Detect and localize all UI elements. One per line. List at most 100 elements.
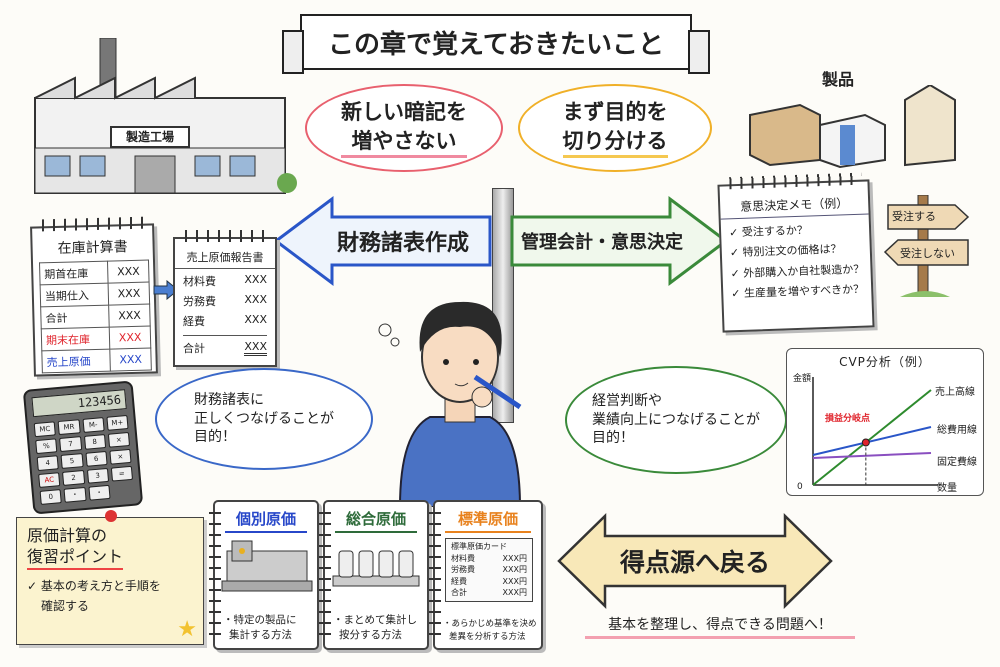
sticky-title-line: 復習ポイント xyxy=(27,546,124,566)
calculator-key: % xyxy=(35,438,58,455)
arrow-management-accounting xyxy=(510,196,729,286)
spiral-rings xyxy=(181,230,269,242)
calculator-key: 8 xyxy=(83,434,106,450)
cogs-row: 労務費 XXX xyxy=(183,293,267,309)
costing-card-title: 標準原価 xyxy=(445,508,531,533)
cogs-total-value: XXX xyxy=(244,340,267,356)
spiral-rings xyxy=(319,508,331,642)
cvp-origin: 0 xyxy=(797,482,803,492)
calculator-key: MR xyxy=(57,419,81,436)
cogs-title: 売上原価報告書 xyxy=(175,249,275,269)
cvp-chart-card: CVP分析（例） 金額 数量 0 損益分岐点 売上高線 総費用線 固定費線 xyxy=(786,348,984,496)
standard-cost-label: 経費 xyxy=(451,576,467,586)
sticky-item-line: ✓ 基本の考え方と手順を xyxy=(27,578,161,593)
cvp-total-cost-line xyxy=(812,426,932,456)
cogs-value: XXX xyxy=(244,313,267,326)
costing-card-title: 総合原価 xyxy=(335,508,417,533)
lathe-machine-illustration xyxy=(221,540,313,592)
cvp-line-label-total-cost: 総費用線 xyxy=(937,425,977,436)
cvp-sales-line xyxy=(812,389,932,486)
sticky-item-line: 確認する xyxy=(41,598,90,613)
arrow-financial-statements xyxy=(273,196,492,286)
costing-card-title: 個別原価 xyxy=(225,508,307,533)
memo-item-text: 生産量を増やすべきか？ xyxy=(743,282,865,300)
standard-cost-label: 労務費 xyxy=(451,565,475,575)
inventory-label: 期首在庫 xyxy=(39,261,109,285)
flow-arrow-icon xyxy=(153,280,179,300)
bubble-line: 増やさない xyxy=(341,127,467,158)
calculator-key: AC xyxy=(38,472,61,488)
memo-item: ✓ 生産量を増やすべきか？ xyxy=(731,282,865,301)
calculator-key: M- xyxy=(82,417,105,433)
inventory-label: 売上原価 xyxy=(41,349,111,373)
factory-illustration xyxy=(34,38,297,194)
inventory-title: 在庫計算書 xyxy=(57,239,128,257)
sticky-item: ✓ 基本の考え方と手順を 確認する xyxy=(27,576,177,617)
decision-memo-note: 意思決定メモ（例） ✓ 受注するか？✓ 特別注文の価格は？✓ 外部購入か自社製造… xyxy=(717,172,875,333)
cogs-total-row: 合計 XXX xyxy=(183,335,267,356)
inventory-value: XXX xyxy=(109,326,151,350)
standard-cost-row: 合計 XXX円 xyxy=(451,587,527,599)
spiral-rings xyxy=(37,216,147,232)
calculator-key: 7 xyxy=(59,436,82,452)
inventory-value: XXX xyxy=(110,348,152,372)
calculator-key: MC xyxy=(33,421,57,438)
standard-cost-label: 合計 xyxy=(451,588,467,598)
factory-sign: 製造工場 xyxy=(110,126,190,148)
calculator-key: = xyxy=(110,465,134,482)
memo-item-text: 外部購入か自社製造か？ xyxy=(743,262,865,280)
inventory-value: XXX xyxy=(107,260,150,284)
cvp-ylabel: 金額 xyxy=(793,374,812,384)
memo-title: 意思決定メモ（例） xyxy=(719,193,869,220)
star-icon: ★ xyxy=(177,617,197,642)
calculator-key: × xyxy=(109,448,132,465)
sticky-title: 原価計算の 復習ポイント xyxy=(27,526,124,570)
cogs-row: 材料費 XXX xyxy=(183,273,267,289)
title-banner: この章で覚えておきたいこと xyxy=(300,14,692,70)
cvp-title: CVP分析（例） xyxy=(839,355,931,369)
standard-cost-value: XXX円 xyxy=(502,576,527,586)
inventory-label: 当期仕入 xyxy=(40,283,109,307)
spiral-rings xyxy=(209,508,221,642)
arrow-right-label: 管理会計・意思決定 xyxy=(521,232,683,253)
calculator-key: M+ xyxy=(106,415,129,431)
product-boxes xyxy=(749,85,956,169)
cogs-label: 労務費 xyxy=(183,295,216,308)
arrow-return-to-scoring xyxy=(557,513,833,609)
cogs-total-label: 合計 xyxy=(183,342,205,355)
cogs-label: 材料費 xyxy=(183,275,216,288)
costing-card-text: ・あらかじめ基準を決め差異を分析する方法 xyxy=(435,618,541,643)
bubble-separate-purpose: まず目的を切り分ける xyxy=(518,84,712,172)
pushpin-icon xyxy=(105,510,117,522)
costing-card-line: ・特定の製品に xyxy=(223,613,297,626)
bubble-line: 新しい暗記を xyxy=(341,100,467,125)
cogs-value: XXX xyxy=(244,273,267,286)
cogs-value: XXX xyxy=(244,293,267,306)
inventory-label: 期末在庫 xyxy=(41,327,111,351)
costing-card-line: 按分する方法 xyxy=(339,628,402,641)
bubble-line: 切り分ける xyxy=(562,127,668,158)
cvp-plot xyxy=(812,377,938,486)
sign-decline-order: 受注しない xyxy=(900,247,955,260)
thought-management-purpose: 経営判断や業績向上につなげることが目的！ xyxy=(565,366,787,474)
calculator-key: ・ xyxy=(63,486,87,503)
standard-cost-value: XXX円 xyxy=(502,588,527,598)
cvp-line-label-fixed-cost: 固定費線 xyxy=(937,457,977,468)
thought-line: 業績向上につなげることが xyxy=(592,411,760,428)
costing-card: 総合原価 ・まとめて集計し按分する方法 xyxy=(319,500,429,650)
costing-card-text: ・特定の製品に集計する方法 xyxy=(215,613,317,643)
cvp-line-label-sales: 売上高線 xyxy=(935,387,975,398)
standard-cost-value: XXX円 xyxy=(502,553,527,563)
cvp-breakeven-label: 損益分岐点 xyxy=(825,414,871,424)
standard-cost-row: 経費 XXX円 xyxy=(451,576,527,588)
